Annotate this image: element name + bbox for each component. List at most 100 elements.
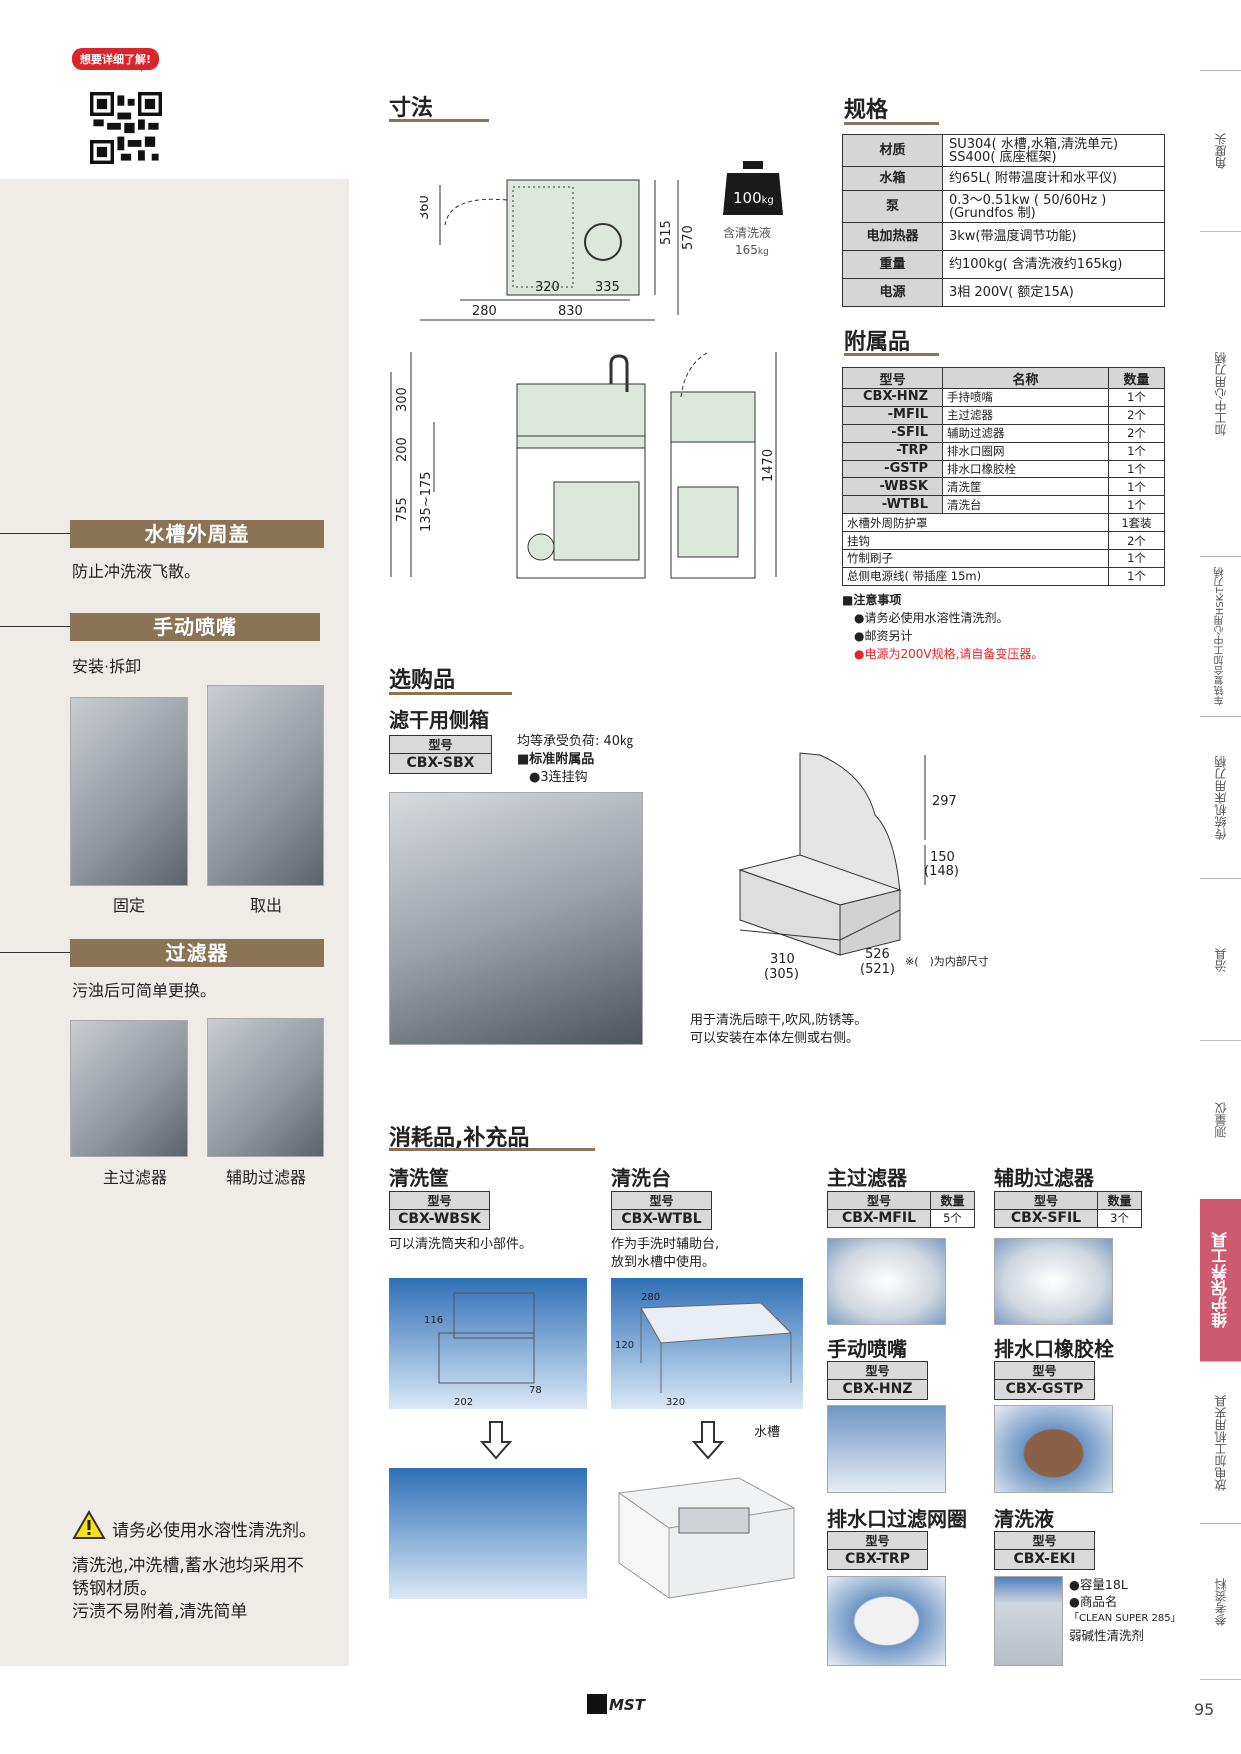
sidebar-tab-angle-head[interactable]: 角度头 [1200,70,1241,231]
qty-label: 数量 [930,1191,975,1210]
sidebar-tab-measuring[interactable]: 测量仪 [1200,1040,1241,1199]
arrow-down-icon [692,1421,724,1460]
note-line: 锈钢材质。 [72,1579,157,1599]
accessory-model: -MFIL [842,405,943,425]
divider [0,626,70,627]
side-box-photo [389,792,643,1045]
trap-image [827,1576,946,1666]
dims-title: 寸法 [389,96,434,121]
model-value: CBX-GSTP [1005,1381,1084,1397]
dim-label: 830 [558,304,583,319]
tank-label: 水槽 [754,1425,781,1440]
accessory-name: 竹制刷子 [842,549,1109,568]
wash-table-photo: 280 120 320 [611,1278,803,1409]
table-desc: 作为手洗时辅助台,放到水槽中使用。 [611,1236,719,1272]
arrow-down-icon [480,1421,512,1460]
tab-label: 车铣复合加工中心用HSK-T刀柄 [1215,567,1226,706]
liquid-title: 清洗液 [994,1507,1054,1531]
spec-value: 约100kg( 含清洗液约165kg) [942,250,1165,279]
dim-label: 310 [770,952,795,967]
sidebar-tab-mc-holders[interactable]: 加工中心用刀柄 [1200,231,1241,556]
main-filter-photo [70,1020,188,1157]
main-filter-title: 主过滤器 [827,1166,907,1190]
accessory-model: CBX-HNZ [842,388,943,407]
divider [0,533,70,534]
caption-fixed: 固定 [112,896,145,915]
side-box-title: 滤干用侧箱 [389,708,489,732]
model-label: 型号 [828,1532,927,1550]
sidebar-tab-fixtures[interactable]: 治具 [1200,878,1241,1040]
std-title: ■标准附属品 [517,752,595,767]
spec-row: 水箱约65L( 附带温度计和水平仪) [842,166,1165,191]
desc-line: 用于清洗后晾干,吹风,防锈等。 [690,1013,868,1028]
dim-label: 200 [395,437,410,462]
dim-label: 320 [535,280,560,295]
accessory-name: 清洗筐 [942,477,1109,497]
warning-icon [72,1510,106,1539]
dim-label: 526 [865,947,890,962]
accessory-qty: 1个 [1108,477,1165,497]
info-line: 弱碱性清洗剂 [1069,1628,1145,1643]
spec-value: 约65L( 附带温度计和水平仪) [942,166,1165,191]
spec-value: 0.3〜0.51kw ( 50/60Hz )(Grundfos 制) [942,190,1165,223]
sidebar-tab-reference[interactable]: 参考资料 [1200,1523,1241,1680]
consumables-title: 消耗品,补充品 [389,1126,530,1151]
accessory-qty: 1个 [1108,549,1165,568]
accessory-name: 水槽外周防护罩 [842,513,1109,533]
qty-value: 3个 [1097,1209,1142,1228]
front-side-view-drawing: 1400 1255 300 200 755 135~175 1470 [386,352,777,579]
accessory-model: -SFIL [842,423,943,443]
nozzle-desc: 安装·拆卸 [72,657,142,676]
sidebar-tab-edm[interactable]: 放电加工机用夹具 [1200,1361,1241,1523]
svg-text:165kg: 165kg [735,243,769,257]
dim-label: 1470 [761,449,776,482]
spec-line: 0.3〜0.51kw ( 50/60Hz ) [949,192,1107,208]
main-filter-image [827,1238,946,1325]
title-underline [844,122,939,125]
model-label: 型号 [995,1362,1094,1380]
spec-value: SU304( 水槽,水箱,清洗单元)SS400( 底座框架) [942,134,1165,167]
basket-desc: 可以清洗筒夹和小部件。 [389,1237,533,1252]
accessory-qty: 2个 [1108,531,1165,551]
weight-note: 含清洗液 [723,225,771,240]
note-alert: ●电源为200V规格,请自备变压器。 [854,647,1044,661]
model-value: CBX-SFIL [994,1209,1098,1228]
tab-label: 放电加工机用夹具 [1214,1394,1228,1491]
sidebar-tab-conventional[interactable]: 传统机床用刀柄 [1200,716,1241,878]
caption-remove: 取出 [249,896,282,915]
spec-row: 重量约100kg( 含清洗液约165kg) [842,250,1165,279]
title-underline [389,1148,595,1151]
accessory-name: 手持喷嘴 [942,388,1109,407]
nozzle-heading: 手动喷嘴 [70,613,320,641]
info-line: ●容量18L [1069,1577,1128,1592]
sidebar-tab-hsk-t[interactable]: 车铣复合加工中心用HSK-T刀柄 [1200,556,1241,716]
material-notes: 清洗池,冲洗槽,蓄水池均采用不 锈钢材质。 污渍不易附着,清洗简单 [72,1555,304,1624]
desc-line: 作为手洗时辅助台, [611,1237,720,1252]
tab-label: 角度头 [1214,133,1228,169]
tab-label: 维护保养工具 [1210,1232,1230,1328]
model-label: 型号 [828,1362,927,1380]
model-value: CBX-WTBL [621,1211,702,1227]
nozzle-title: 手动喷嘴 [827,1337,907,1361]
spec-label: 泵 [842,190,943,223]
logo-mark [587,1694,607,1714]
sidebar-tab-maintenance[interactable]: 维护保养工具 [1200,1199,1241,1361]
left-panel [0,179,349,1666]
model-label: 型号 [994,1191,1098,1210]
stopper-image [994,1405,1113,1493]
accessory-qty: 2个 [1108,405,1165,425]
accessory-name: 主过滤器 [942,405,1109,425]
accessory-qty: 1个 [1108,459,1165,479]
dim-label: 300 [395,387,410,412]
spec-title: 规格 [844,98,889,123]
spec-label: 材质 [842,134,943,167]
qr-code[interactable] [90,92,162,164]
